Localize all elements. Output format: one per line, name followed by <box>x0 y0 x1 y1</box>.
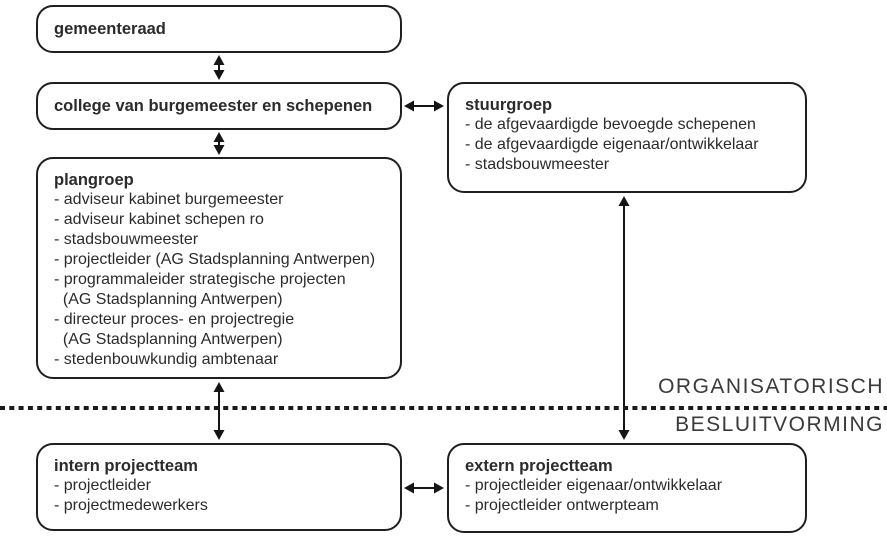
separator-label-organisatorisch: ORGANISATORISCH <box>658 375 884 398</box>
list-item: - projectleider ontwerpteam <box>465 497 659 514</box>
list-item: - de afgevaardigde eigenaar/ontwikkelaar <box>465 136 759 153</box>
arrow-gemeenteraad-college <box>213 55 225 80</box>
list-item: (AG Stadsplanning Antwerpen) <box>54 291 283 308</box>
box-extern-projectteam: extern projectteam - projectleider eigen… <box>447 443 807 533</box>
list-item: - projectmedewerkers <box>54 497 208 514</box>
box-intern-projectteam: intern projectteam - projectleider- proj… <box>36 443 402 531</box>
box-title: gemeenteraad <box>54 20 166 38</box>
list-item: - adviseur kabinet burgemeester <box>54 191 284 208</box>
list-item: - projectleider (AG Stadsplanning Antwer… <box>54 251 376 268</box>
list-item: - projectleider <box>54 477 151 494</box>
box-college-van-burgemeester-en-schepenen: college van burgemeester en schepenen <box>36 82 402 130</box>
box-stuurgroep: stuurgroep - de afgevaardigde bevoegde s… <box>447 82 807 193</box>
box-title: intern projectteam <box>54 457 198 475</box>
list-item: (AG Stadsplanning Antwerpen) <box>54 331 283 348</box>
list-item: - stadsbouwmeester <box>465 156 610 173</box>
box-items: - projectleider eigenaar/ontwikkelaar - p… <box>465 476 791 516</box>
box-items: - de afgevaardigde bevoegde schepenen - d… <box>465 115 791 175</box>
list-item: - stadsbouwmeester <box>54 231 199 248</box>
list-item: - adviseur kabinet schepen ro <box>54 211 264 228</box>
box-gemeenteraad: gemeenteraad <box>36 5 402 53</box>
list-item: - projectleider eigenaar/ontwikkelaar <box>465 477 723 494</box>
box-title: plangroep <box>54 171 134 189</box>
list-item: - de afgevaardigde bevoegde schepenen <box>465 116 756 133</box>
box-items: - projectleider - projectmedewerkers <box>54 476 386 516</box>
list-item: - directeur proces- en projectregie <box>54 311 295 328</box>
arrow-college-stuurgroep <box>404 100 444 112</box>
box-title: extern projectteam <box>465 457 613 475</box>
arrow-plangroep-intern <box>213 382 225 440</box>
box-title: stuurgroep <box>465 96 553 114</box>
box-items: - adviseur kabinet burgemeester - adviseu… <box>54 190 386 370</box>
arrow-intern-extern <box>404 482 444 494</box>
arrow-college-plangroep <box>213 132 225 155</box>
separator-label-besluitvorming: BESLUITVORMING <box>675 413 884 436</box>
arrow-stuurgroep-extern <box>618 196 630 440</box>
list-item: - stedenbouwkundig ambtenaar <box>54 351 279 368</box>
list-item: - programmaleider strategische projecten <box>54 271 346 288</box>
box-plangroep: plangroep - adviseur kabinet burgemeeste… <box>36 157 402 379</box>
box-title: college van burgemeester en schepenen <box>54 97 373 115</box>
